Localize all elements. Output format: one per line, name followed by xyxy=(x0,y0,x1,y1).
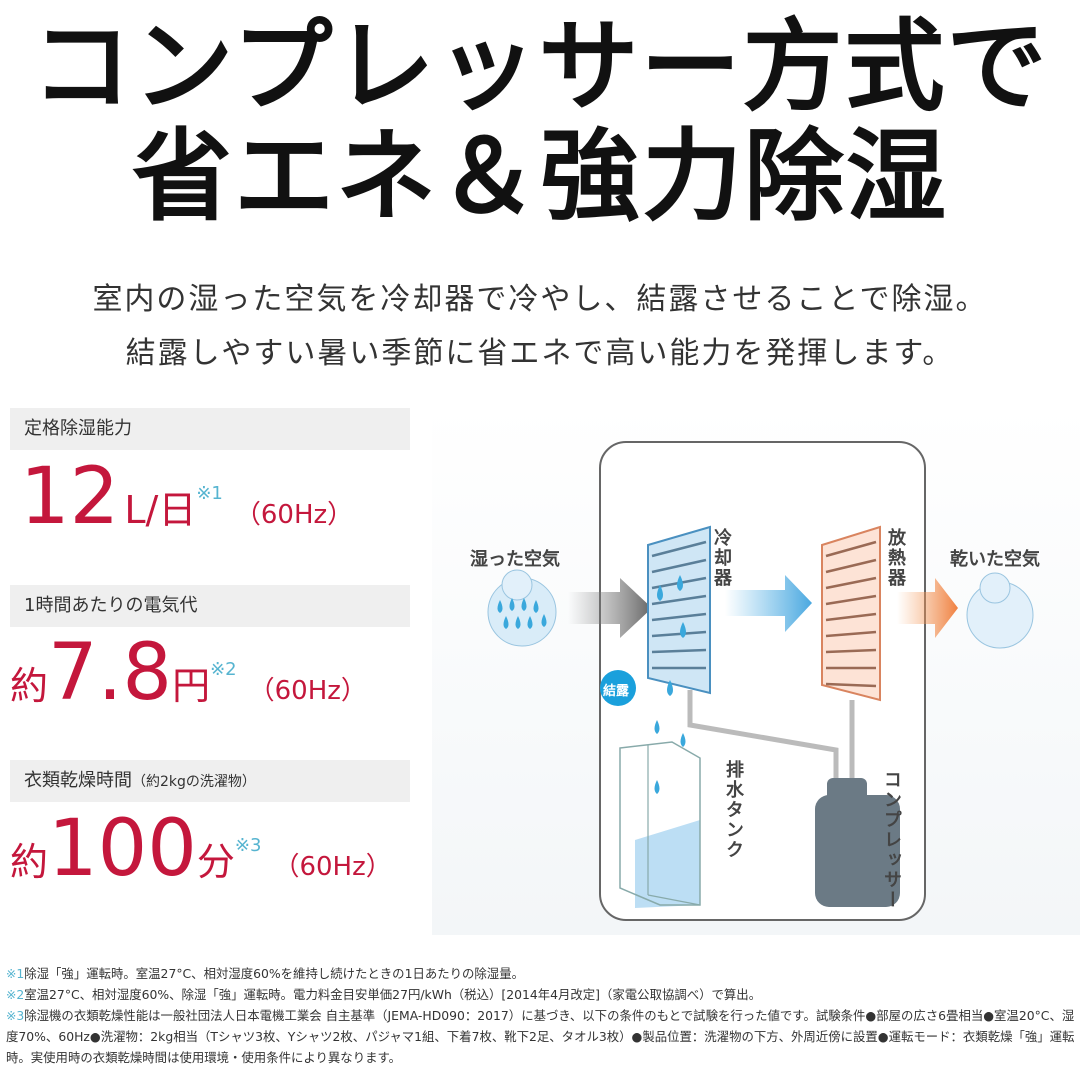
label-humid-air: 湿った空気 xyxy=(470,549,560,570)
footnote-2: ※2室温27°C、相対湿度60%、除湿「強」運転時。電力料金目安単価27円/kW… xyxy=(6,984,1076,1005)
humid-air-icon xyxy=(487,569,557,647)
spec-label-dehumidify: 定格除湿能力 xyxy=(10,408,410,450)
footnote-text: 除湿機の衣類乾燥性能は一般社団法人日本電機工業会 自主基準（JEMA-HD090… xyxy=(6,1008,1075,1065)
frequency: （60Hz） xyxy=(248,676,367,706)
arrow-cool-air-icon xyxy=(725,575,812,632)
label-text: 衣類乾燥時間 xyxy=(24,770,132,791)
footnote-1: ※1除湿「強」運転時。室温27°C、相対湿度60%を維持し続けたときの1日あたり… xyxy=(6,963,1076,984)
label-text: 定格除湿能力 xyxy=(24,418,132,439)
spec-label-electricity: 1時間あたりの電気代 xyxy=(10,585,410,627)
subtitle-line1: 室内の湿った空気を冷却器で冷やし、結露させることで除湿。 xyxy=(92,282,988,317)
prefix: 約 xyxy=(10,840,49,884)
label-condensation: 結露 xyxy=(603,684,630,699)
prefix: 約 xyxy=(10,664,49,708)
unit: 円 xyxy=(172,664,211,708)
unit: 分 xyxy=(196,840,235,884)
headline-line2: 省エネ＆強力除湿 xyxy=(132,118,948,235)
footnote-mark: ※2 xyxy=(210,659,237,680)
headline-line1: コンプレッサー方式で xyxy=(31,8,1049,125)
drain-tank-icon xyxy=(619,741,701,908)
footnote-mark: ※3 xyxy=(234,835,262,856)
water-drops-icon xyxy=(654,575,686,794)
label-cooler: 冷却器 xyxy=(711,528,732,588)
footnote-text: 室温27°C、相対湿度60%、除湿「強」運転時。電力料金目安単価27円/kWh（… xyxy=(24,987,762,1002)
dry-air-icon xyxy=(966,572,1034,649)
spec-value-electricity: 約7.8円※2 （60Hz） xyxy=(10,628,367,718)
condensation-badge xyxy=(600,670,636,706)
footnote-mark: ※3 xyxy=(6,1008,25,1023)
frequency: （60Hz） xyxy=(234,500,354,530)
subtitle-line2: 結露しやすい暑い季節に省エネで高い能力を発揮します。 xyxy=(125,336,955,371)
spec-label-drying: 衣類乾燥時間（約2kgの洗濯物） xyxy=(10,760,410,802)
footnote-mark: ※1 xyxy=(196,483,223,504)
value: 12 xyxy=(20,452,120,542)
frequency: （60Hz） xyxy=(273,852,392,882)
compressor-icon xyxy=(815,778,900,907)
footnote-mark: ※1 xyxy=(6,966,25,981)
footnote-mark: ※2 xyxy=(6,987,25,1002)
unit: L/日 xyxy=(124,488,197,532)
footnotes: ※1除湿「強」運転時。室温27°C、相対湿度60%を維持し続けたときの1日あたり… xyxy=(6,963,1076,1068)
footnote-text: 除湿「強」運転時。室温27°C、相対湿度60%を維持し続けたときの1日あたりの除… xyxy=(24,966,524,981)
spec-value-drying: 約100分※3 （60Hz） xyxy=(10,804,392,894)
label-text: 1時間あたりの電気代 xyxy=(24,595,198,616)
footnote-3: ※3除湿機の衣類乾燥性能は一般社団法人日本電機工業会 自主基準（JEMA-HD0… xyxy=(6,1005,1076,1068)
label-drain-tank: 排水タンク xyxy=(723,760,744,860)
value: 100 xyxy=(48,804,197,894)
value: 7.8 xyxy=(48,628,173,718)
arrow-dry-air-icon xyxy=(897,578,958,638)
label-dry-air: 乾いた空気 xyxy=(950,549,1040,570)
refrigerant-pipe xyxy=(687,690,855,790)
arrow-humid-air-icon xyxy=(568,578,652,638)
label-compressor: コンプレッサー xyxy=(881,770,902,910)
spec-value-dehumidify: 12 L/日※1 （60Hz） xyxy=(20,452,353,542)
label-radiator: 放熱器 xyxy=(885,528,906,588)
label-note: （約2kgの洗濯物） xyxy=(132,774,256,790)
